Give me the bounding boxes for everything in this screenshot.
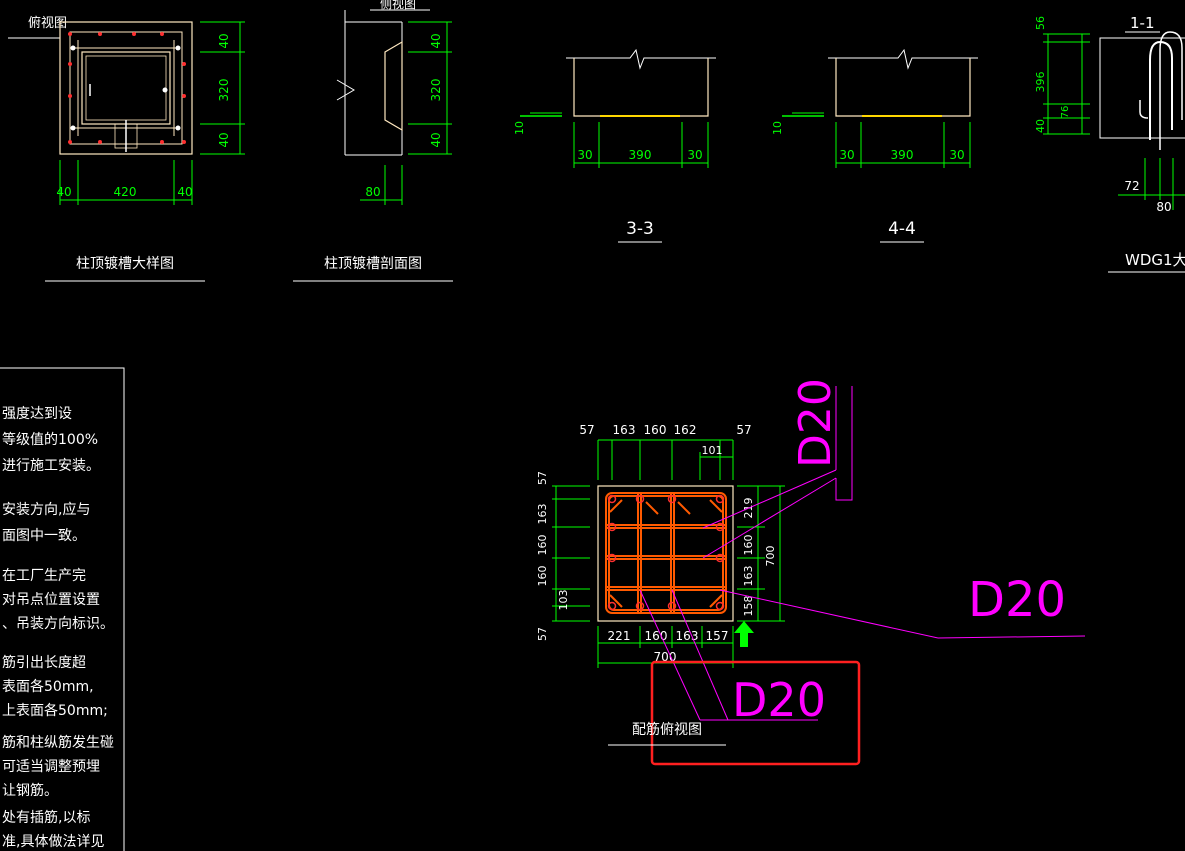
- dim-text: 160: [742, 535, 755, 556]
- dim-text: 163: [613, 423, 636, 437]
- section-4-4-title: 4-4: [888, 219, 916, 239]
- dim-text: 390: [629, 148, 652, 162]
- note-line: 上表面各50mm;: [2, 703, 108, 719]
- dim-text: 163: [536, 504, 549, 525]
- dim-text: 30: [949, 148, 964, 162]
- dim-text: 390: [891, 148, 914, 162]
- section-title: 柱顶镀槽剖面图: [324, 255, 422, 272]
- dim-text: 40: [177, 185, 192, 199]
- dim-text: 72: [1124, 179, 1139, 193]
- section-4-4-group: 10 30 390 30 4-4: [771, 48, 978, 243]
- plan-view-label: 俯视图: [28, 15, 67, 31]
- note-line: 筋引出长度超: [2, 654, 86, 671]
- column-outline: [597, 485, 734, 622]
- dim-text: 30: [839, 148, 854, 162]
- section-view-group: 侧视图 40 320 40 80 柱顶镀槽剖面图: [293, 0, 453, 282]
- note-line: 安装方向,应与: [2, 501, 90, 518]
- detail-outer-outline: [59, 21, 193, 155]
- dim-text: 40: [429, 132, 443, 147]
- rebar-label-d20-right: D20: [968, 572, 1066, 628]
- dim-text: 158: [742, 596, 755, 617]
- note-line: 可适当调整预埋: [2, 759, 100, 775]
- dim-text: 163: [676, 629, 699, 643]
- stirrups: [605, 492, 727, 614]
- anchor-holes: [68, 32, 186, 144]
- note-line: 筋和柱纵筋发生碰: [2, 734, 114, 751]
- dim-text: 10: [513, 121, 526, 135]
- wdg-section-label: 1-1: [1130, 14, 1155, 32]
- direction-arrow-icon: [734, 621, 754, 647]
- dim-text: 103: [557, 590, 570, 611]
- rebar-circles: [607, 494, 725, 611]
- note-line: 让钢筋。: [2, 782, 58, 799]
- dim-text: 40: [217, 132, 231, 147]
- dim-text: 160: [536, 566, 549, 587]
- dim-text: 10: [771, 121, 784, 135]
- note-line: 强度达到设: [2, 406, 72, 422]
- dim-text: 76: [1060, 106, 1071, 119]
- dim-text: 396: [1034, 72, 1047, 93]
- leader-lines: [639, 386, 1086, 721]
- dim-text: 56: [1034, 16, 1047, 30]
- notes-panel: 强度达到设 等级值的100% 进行施工安装。 安装方向,应与 面图中一致。 在工…: [0, 367, 125, 851]
- note-line: 准,具体做法详见: [2, 834, 104, 850]
- dim-text: 30: [577, 148, 592, 162]
- dim-text: 700: [654, 650, 677, 664]
- dim-text: 40: [217, 33, 231, 48]
- dim-text: 80: [365, 185, 380, 199]
- note-line: 面图中一致。: [2, 528, 86, 544]
- dim-text: 40: [429, 33, 443, 48]
- detail-view-group: 俯视图 40 320 40: [8, 15, 245, 282]
- rebar-plan-group: 57 163 160 162 57 101 57 163 160 160 103…: [536, 378, 1086, 766]
- dim-text: 57: [536, 627, 549, 641]
- dim-text: 40: [1034, 119, 1047, 133]
- dim-text: 80: [1156, 200, 1171, 214]
- dim-text: 157: [706, 629, 729, 643]
- dim-text: 160: [536, 535, 549, 556]
- dim-text: 57: [579, 423, 594, 437]
- note-line: 表面各50mm,: [2, 679, 94, 695]
- dim-text: 57: [536, 471, 549, 485]
- dim-text: 320: [429, 79, 443, 102]
- dim-text: 320: [217, 79, 231, 102]
- highlight-box: [650, 660, 861, 766]
- notes-frame: [0, 367, 125, 851]
- dim-text: 162: [674, 423, 697, 437]
- section-3-3-title: 3-3: [626, 219, 654, 239]
- note-line: 处有插筋,以标: [2, 809, 90, 826]
- wdg-title: WDG1大样: [1125, 251, 1185, 269]
- dim-text: 160: [645, 629, 668, 643]
- detail-inner-outline: [81, 51, 171, 125]
- note-line: 等级值的100%: [2, 431, 98, 448]
- rebar-label-d20-vertical: D20: [790, 378, 841, 468]
- dim-text: 30: [687, 148, 702, 162]
- dim-text: 221: [608, 629, 631, 643]
- section-3-3-group: 10 30 390 30 3-3: [513, 48, 716, 243]
- note-line: 进行施工安装。: [2, 458, 100, 474]
- dim-text: 160: [644, 423, 667, 437]
- note-line: 在工厂生产完: [2, 568, 86, 584]
- dim-text: 420: [114, 185, 137, 199]
- rebar-label-d20-bottom: D20: [732, 673, 826, 727]
- dim-text: 163: [742, 566, 755, 587]
- dim-text: 700: [764, 546, 777, 567]
- wdg1-detail-group: 1-1 56 396 76 40 72 80 WDG1大样: [1034, 14, 1185, 273]
- dim-text: 57: [736, 423, 751, 437]
- note-line: 、吊装方向标识。: [2, 616, 114, 632]
- dim-text: 40: [56, 185, 71, 199]
- note-line: 对吊点位置设置: [2, 592, 100, 608]
- rebar-plan-title: 配筋俯视图: [632, 721, 702, 738]
- detail-title: 柱顶镀槽大样图: [76, 255, 174, 272]
- dim-text: 101: [702, 444, 723, 457]
- side-view-label: 侧视图: [380, 0, 416, 11]
